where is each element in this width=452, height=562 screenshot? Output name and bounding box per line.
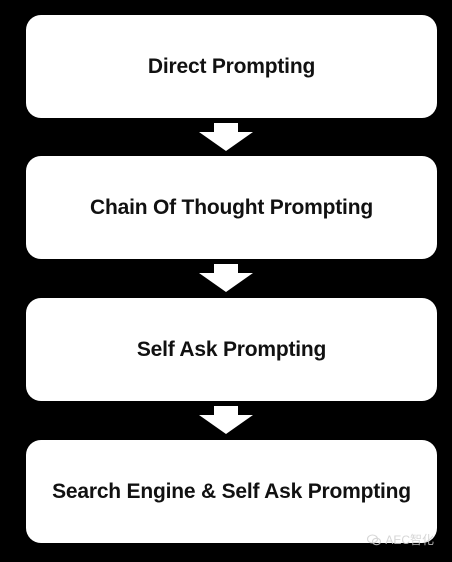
down-arrow-icon <box>199 123 253 151</box>
step-label: Self Ask Prompting <box>136 337 327 361</box>
down-arrow-icon <box>199 264 253 292</box>
down-arrow-icon <box>199 406 253 434</box>
step-label: Search Engine & Self Ask Prompting <box>52 479 411 503</box>
step-chain-of-thought-prompting: Chain Of Thought Prompting <box>26 156 437 259</box>
watermark: AEC智化 <box>367 531 434 548</box>
step-search-engine-self-ask-prompting: Search Engine & Self Ask Prompting <box>26 440 437 543</box>
step-self-ask-prompting: Self Ask Prompting <box>26 298 437 401</box>
wechat-icon <box>367 533 382 545</box>
step-label: Chain Of Thought Prompting <box>90 195 373 219</box>
watermark-text: AEC智化 <box>385 533 434 547</box>
step-direct-prompting: Direct Prompting <box>26 15 437 118</box>
step-label: Direct Prompting <box>147 54 316 78</box>
